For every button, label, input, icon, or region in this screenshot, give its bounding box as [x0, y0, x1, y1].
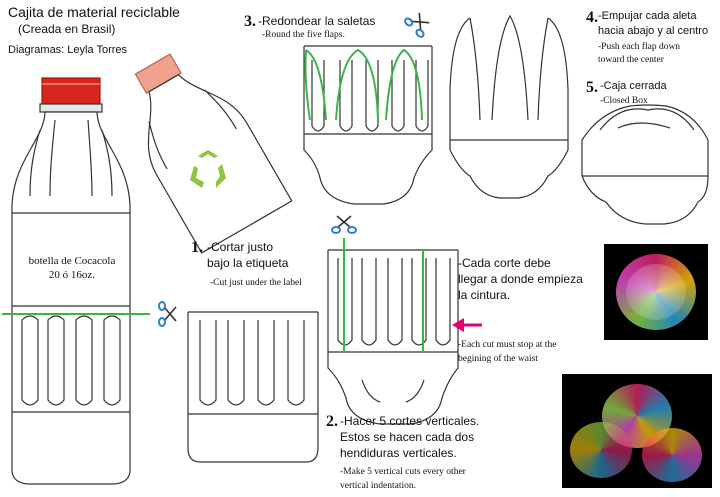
bottle-label-line1: botella de Cocacola — [28, 255, 116, 267]
step3-number: 3. — [244, 13, 256, 30]
flaps-pushed-step4 — [449, 14, 569, 199]
arrow-left-icon — [452, 318, 482, 332]
step4-en-line2: toward the center — [598, 55, 664, 65]
step4-en-line1: -Push each flap down — [598, 42, 681, 52]
bottle-label-line2: 20 ó 16oz. — [48, 269, 96, 281]
cut-note-en-line2: begining of the waist — [458, 354, 538, 364]
bottle-top-piece — [134, 53, 293, 254]
full-bottle — [11, 77, 131, 485]
step3-es-line1: -Redondear la saletas — [258, 14, 376, 28]
cut-note-es-line3: la cintura. — [458, 288, 511, 302]
step4-es-line1: -Empujar cada aleta — [598, 10, 697, 22]
step1-es-line1: -Cortar justo — [207, 240, 274, 254]
page-subtitle: (Creada en Brasil) — [18, 22, 116, 36]
cut-bottom-step3 — [303, 45, 433, 205]
rounded-flap-lines — [304, 48, 423, 121]
step2-number: 2. — [326, 413, 338, 430]
bottle-cap-red — [41, 77, 101, 107]
cut-bottom-step2 — [327, 249, 459, 425]
credit: Diagramas: Leyla Torres — [8, 44, 128, 56]
step5-number: 5. — [586, 79, 598, 96]
scissors-icon — [158, 301, 177, 327]
step1-es-line2: bajo la etiqueta — [207, 256, 289, 270]
scissors-icon — [402, 8, 434, 40]
step4-es-line2: hacia abajo y al centro — [598, 25, 709, 37]
cut-note-es-line1: -Cada corte debe — [458, 256, 551, 270]
finished-boxes-photo — [562, 374, 712, 488]
closed-box-step5 — [581, 104, 709, 225]
recycle-icon — [190, 150, 226, 188]
step3-en-line1: -Round the five flaps. — [262, 30, 345, 40]
page-title: Cajita de material reciclable — [8, 4, 180, 20]
step2-es-line3: hendiduras verticales. — [340, 446, 457, 460]
cut-note-en-line1: -Each cut must stop at the — [458, 340, 557, 350]
cut-bottom-step1 — [187, 311, 319, 463]
finished-box-photo — [604, 244, 708, 340]
step5-es-line1: -Caja cerrada — [600, 80, 667, 92]
step2-es-line2: Estos se hacen cada dos — [340, 430, 475, 444]
step1-en-line1: -Cut just under the label — [210, 278, 302, 288]
step5-en-line1: -Closed Box — [600, 96, 648, 106]
scissors-icon — [331, 215, 357, 234]
step2-es-line1: -Hacer 5 cortes verticales. — [340, 414, 480, 428]
step2-en-line2: vertical indentation. — [340, 481, 416, 491]
step4-number: 4. — [586, 9, 598, 26]
step1-number: 1. — [191, 239, 203, 256]
cut-note-es-line2: llegar a donde empieza — [458, 272, 583, 286]
step2-en-line1: -Make 5 vertical cuts every other — [340, 467, 466, 477]
